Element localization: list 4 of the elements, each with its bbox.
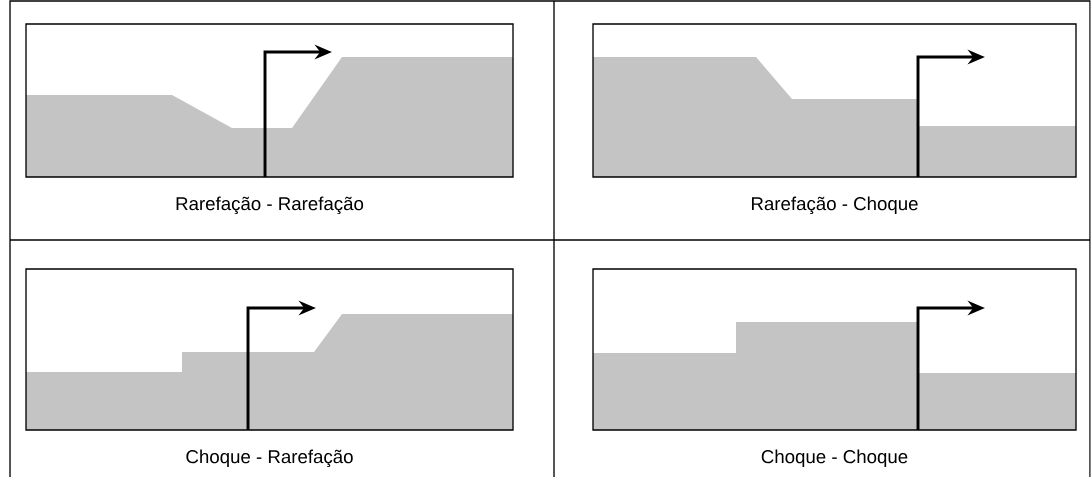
panel-label: Choque - Rarefação [186, 449, 353, 468]
panel-label: Rarefação - Choque [752, 196, 918, 215]
panel-label: Rarefação - Rarefação [176, 196, 364, 215]
panel-label: Choque - Choque [761, 449, 908, 467]
